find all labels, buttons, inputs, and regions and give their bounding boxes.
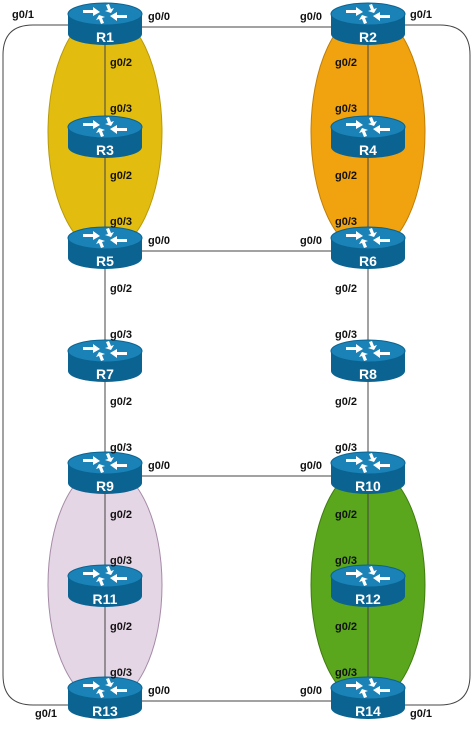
interface-label-r5-g00: g0/0	[148, 235, 170, 247]
interface-label-r2-g02: g0/2	[335, 57, 357, 69]
interface-label-r13-g00: g0/0	[148, 685, 170, 697]
link-r2-r14-outer	[405, 24, 471, 706]
router-label: R3	[96, 142, 114, 158]
interface-label-r9-g02: g0/2	[110, 509, 132, 521]
router-label: R13	[92, 703, 118, 719]
router-r5: R5	[67, 226, 143, 270]
router-label: R9	[96, 478, 114, 494]
interface-label-r7-g02: g0/2	[110, 396, 132, 408]
router-r13: R13	[67, 676, 143, 720]
interface-label-r14-g00: g0/0	[300, 685, 322, 697]
router-label: R6	[359, 253, 377, 269]
interface-label-r4-g02: g0/2	[335, 170, 357, 182]
router-r4: R4	[330, 115, 406, 159]
interface-label-r4-g03: g0/3	[335, 103, 357, 115]
interface-label-r6-g03: g0/3	[335, 216, 357, 228]
link-r1-r13-outer	[2, 24, 68, 706]
router-r14: R14	[330, 676, 406, 720]
interface-label-r14-g01: g0/1	[410, 708, 432, 720]
router-r8: R8	[330, 339, 406, 383]
router-r7: R7	[67, 339, 143, 383]
interface-label-r1-g02: g0/2	[110, 57, 132, 69]
interface-label-r9-g00: g0/0	[148, 460, 170, 472]
interface-label-r11-g03: g0/3	[110, 555, 132, 567]
interface-label-r3-g02: g0/2	[110, 170, 132, 182]
router-r6: R6	[330, 226, 406, 270]
router-r10: R10	[330, 451, 406, 495]
interface-label-r1-g00: g0/0	[148, 11, 170, 23]
interface-label-r2-g00: g0/0	[300, 11, 322, 23]
router-label: R4	[359, 142, 377, 158]
router-r2: R2	[330, 2, 406, 46]
router-label: R14	[355, 703, 381, 719]
interface-label-r2-g01: g0/1	[410, 9, 432, 21]
interface-labels: g0/1 g0/0 g0/0 g0/1 g0/2 g0/2 g0/3 g0/3 g0/2 g0/2…	[12, 9, 432, 720]
interface-label-r7-g03: g0/3	[110, 329, 132, 341]
router-label: R1	[96, 29, 114, 45]
router-label: R2	[359, 29, 377, 45]
interface-label-r8-g02: g0/2	[335, 396, 357, 408]
interface-label-r5-g02: g0/2	[110, 283, 132, 295]
router-label: R10	[355, 478, 381, 494]
router-r3: R3	[67, 115, 143, 159]
router-label: R7	[96, 366, 114, 382]
interface-label-r5-g03: g0/3	[110, 216, 132, 228]
router-label: R11	[93, 591, 118, 607]
interface-label-r14-g03: g0/3	[335, 667, 357, 679]
interface-label-r3-g03: g0/3	[110, 103, 132, 115]
router-label: R5	[96, 253, 114, 269]
interface-label-r12-g02: g0/2	[335, 621, 357, 633]
router-r1: R1	[67, 2, 143, 46]
router-r12: R12	[330, 564, 406, 608]
interface-label-r9-g03: g0/3	[110, 442, 132, 454]
interface-label-r12-g03: g0/3	[335, 555, 357, 567]
interface-label-r8-g03: g0/3	[335, 329, 357, 341]
interface-label-r10-g00: g0/0	[300, 460, 322, 472]
interface-label-r13-g03: g0/3	[110, 667, 132, 679]
router-r11: R11	[67, 564, 143, 608]
router-label: R8	[359, 366, 377, 382]
interface-label-r10-g02: g0/2	[335, 509, 357, 521]
router-label: R12	[355, 591, 381, 607]
interface-label-r6-g02: g0/2	[335, 283, 357, 295]
interface-label-r6-g00: g0/0	[300, 235, 322, 247]
interface-label-r10-g03: g0/3	[335, 442, 357, 454]
interface-label-r13-g01: g0/1	[35, 708, 57, 720]
interface-label-r1-g01: g0/1	[12, 9, 34, 21]
router-r9: R9	[67, 451, 143, 495]
interface-label-r11-g02: g0/2	[110, 621, 132, 633]
